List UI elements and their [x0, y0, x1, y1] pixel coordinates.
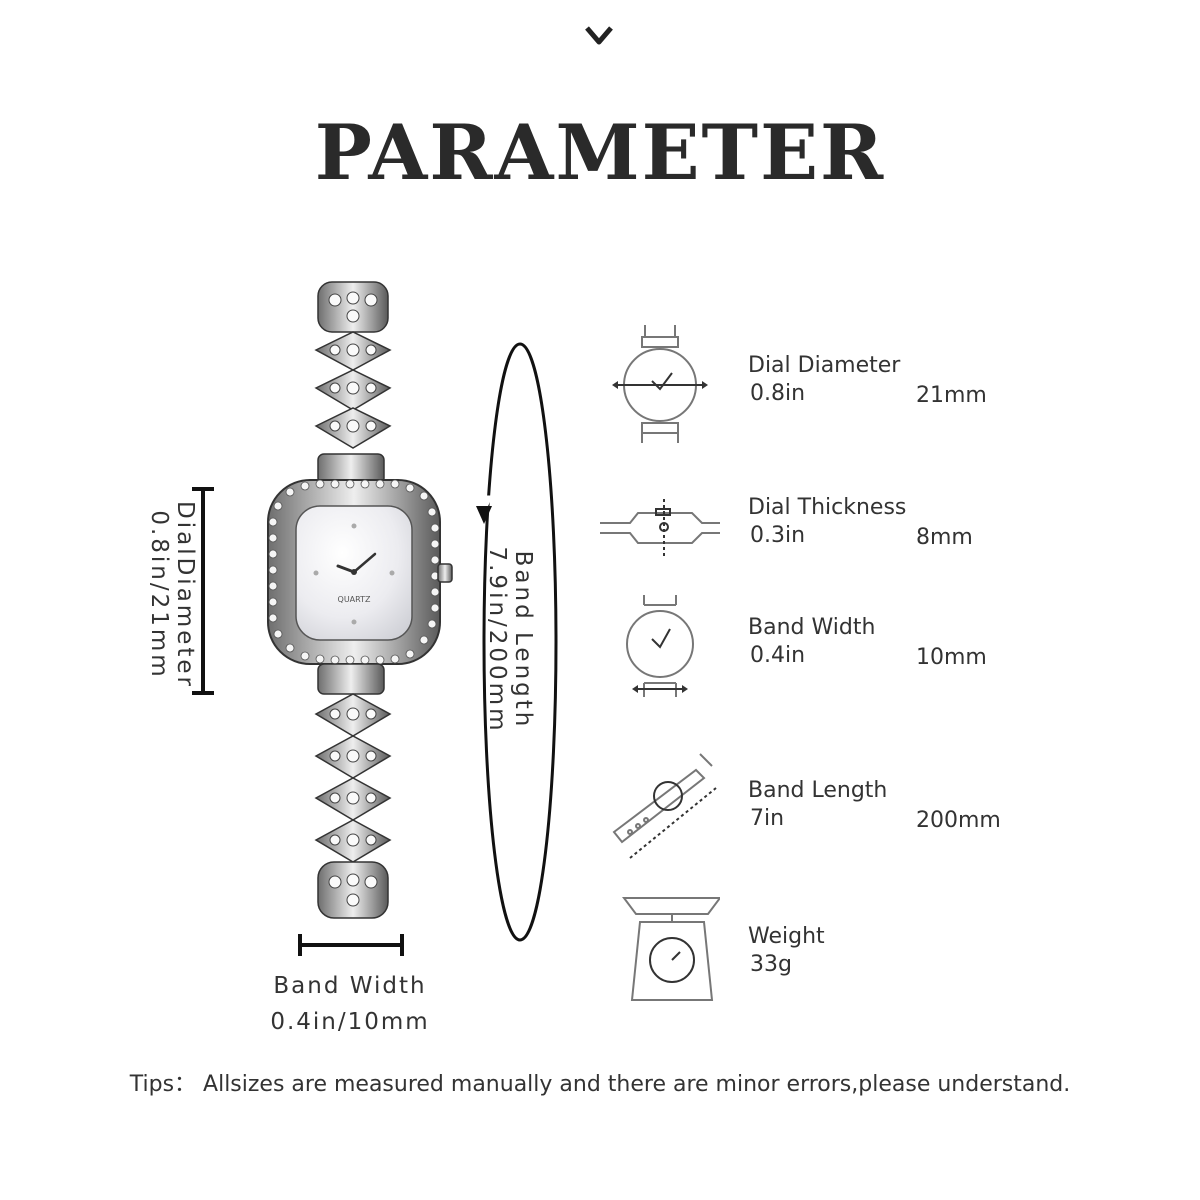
- watch-side-thickness-icon: [600, 499, 720, 557]
- spec-row-dial-diameter: Dial Diameter 0.8in 21mm: [600, 325, 1060, 445]
- spec-mm: 200mm: [916, 808, 1001, 833]
- spec-row-band-width: Band Width 0.4in 10mm: [600, 589, 1060, 709]
- dial-diameter-label-value: 0.8in/21mm: [146, 510, 172, 680]
- page-title: PARAMETER: [314, 108, 886, 197]
- spec-row-dial-thickness: Dial Thickness 0.3in 8mm: [600, 467, 1060, 587]
- spec-mm: 21mm: [916, 383, 987, 408]
- dial-diameter-label: DialDiameter 0.8in/21mm: [146, 501, 198, 689]
- band-width-caption-name: Band Width: [273, 973, 427, 999]
- watch-dial-diameter-icon: [612, 325, 708, 443]
- spec-mm: 8mm: [916, 525, 973, 550]
- band-width-caption-value: 0.4in/10mm: [270, 1009, 430, 1035]
- spec-name: Band Length: [748, 778, 888, 803]
- band-length-label: Band Length 7.9in/200mm: [484, 546, 536, 733]
- scale-icon: [622, 897, 720, 1001]
- band-width-caption: Band Width 0.4in/10mm: [250, 968, 450, 1040]
- band-length-label-value: 7.9in/200mm: [484, 546, 510, 734]
- spec-row-band-length: Band Length 7in 200mm: [600, 748, 1060, 868]
- watch-illustration: QUARTZ: [267, 281, 453, 919]
- spec-inch: 0.4in: [750, 643, 806, 668]
- dial-diameter-bracket: [192, 487, 214, 695]
- dial-diameter-label-name: DialDiameter: [172, 501, 198, 689]
- dial-brand-text: QUARTZ: [338, 595, 371, 604]
- watch-band-width-icon: [626, 595, 694, 697]
- spec-inch: 0.3in: [750, 523, 806, 548]
- spec-mm: 10mm: [916, 645, 987, 670]
- band-length-label-name: Band Length: [510, 550, 536, 730]
- band-length-ellipse: [475, 342, 558, 942]
- spec-name: Band Width: [748, 615, 876, 640]
- band-width-bracket: [298, 934, 404, 956]
- spec-name: Dial Diameter: [748, 353, 901, 378]
- spec-name: Weight: [748, 924, 825, 949]
- spec-inch: 7in: [750, 806, 785, 831]
- spec-row-weight: Weight 33g: [600, 890, 1060, 1010]
- watch-band-length-icon: [612, 753, 717, 859]
- chevron-down-icon: [585, 26, 613, 45]
- spec-name: Dial Thickness: [748, 495, 907, 520]
- spec-value: 33g: [750, 952, 792, 977]
- tips-note: Tips： Allsizes are measured manually and…: [129, 1072, 1071, 1097]
- spec-inch: 0.8in: [750, 381, 806, 406]
